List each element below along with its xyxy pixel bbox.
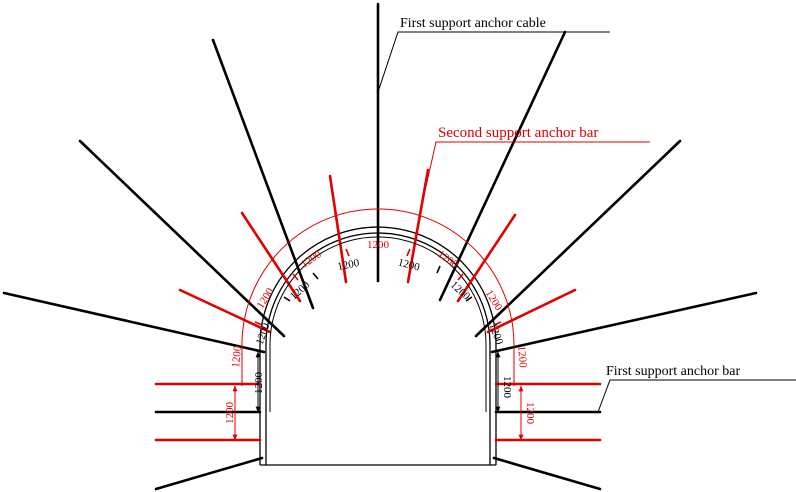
second-anchor-bar	[178, 288, 272, 334]
dimension-tick	[465, 296, 473, 302]
dimension-tick	[254, 321, 263, 326]
dimension-tick	[345, 248, 350, 257]
dimension-ticks	[254, 248, 502, 326]
dim-label-black-right: 1200	[501, 376, 513, 399]
dim-label-red-upper-left: 1200	[299, 248, 324, 271]
label-first-support-anchor-bar: First support anchor bar	[606, 364, 740, 379]
dim-label-red-top: 1200	[367, 239, 390, 251]
anchor-cable	[474, 139, 682, 338]
anchor-cable	[154, 456, 264, 491]
dim-label-black-left: 1200	[253, 372, 265, 395]
dimension-tick	[406, 248, 411, 257]
second-anchor-bar	[328, 174, 348, 284]
red-dimension-arc	[241, 208, 515, 386]
second-anchor-bar	[406, 168, 430, 284]
anchor-cable	[438, 30, 567, 302]
dim-label-black-top-left: 1200	[336, 257, 361, 273]
dim-label-red-lower-left: 1200	[224, 402, 236, 425]
dimension-tick	[493, 321, 502, 326]
black-dimension-lines	[255, 236, 501, 413]
black-dimension-arc	[269, 236, 487, 412]
leader-first-bar	[597, 379, 796, 413]
anchor-cable	[2, 291, 266, 354]
dim-label-black-top-right: 1200	[397, 257, 422, 274]
dim-label-red-mid-right: 1200	[483, 288, 505, 313]
second-anchor-bar	[240, 211, 302, 303]
second-anchor-bars	[154, 168, 602, 442]
leader-lines	[377, 31, 796, 413]
dimension-tick	[292, 273, 299, 281]
anchor-cable	[211, 38, 315, 310]
anchor-cable	[490, 291, 758, 354]
anchor-cable	[492, 456, 602, 491]
red-dimension-lines	[232, 208, 524, 441]
label-second-support-anchor-bar: Second support anchor bar	[438, 125, 598, 141]
second-anchor-bar	[486, 288, 577, 334]
dimension-tick	[283, 296, 291, 302]
anchor-cables	[2, 2, 758, 491]
dim-label-red-left: 1200	[230, 345, 244, 368]
second-anchor-bar	[456, 213, 517, 303]
dimension-tick	[436, 265, 441, 274]
dimension-tick	[457, 273, 464, 281]
leader-cable	[377, 31, 610, 93]
dimension-tick	[312, 272, 319, 280]
label-first-support-anchor-cable: First support anchor cable	[400, 16, 546, 31]
anchor-cable	[78, 139, 286, 338]
dim-label-red-right: 1200	[515, 345, 529, 368]
leader-second-bar	[417, 141, 650, 223]
dim-label-red-lower-right: 1200	[524, 402, 536, 425]
